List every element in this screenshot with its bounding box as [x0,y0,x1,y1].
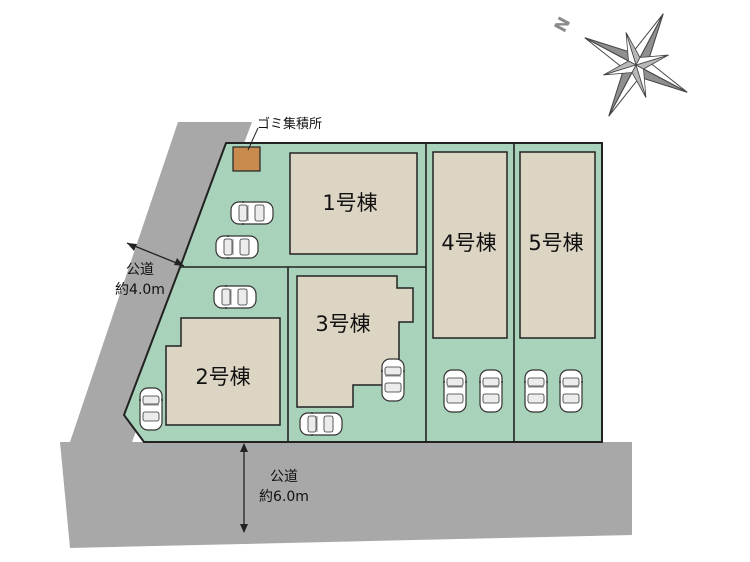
lot-label-2: 2号棟 [195,365,250,389]
lot-label-5: 5号棟 [528,231,583,255]
garbage-area [232,146,261,172]
building-4 [432,151,508,339]
car-lot2-b [138,387,164,431]
building-5 [519,151,596,339]
building-2 [165,317,281,426]
lot-label-4: 4号棟 [441,231,496,255]
garbage-leader [247,127,259,151]
car-lot1-b [215,234,259,260]
compass-north-letter: N [551,14,575,36]
road-south [60,442,632,548]
lot-label-1: 1号棟 [322,191,377,215]
road-south-width [240,443,248,533]
car-lot2-a [213,284,257,310]
car-lot1-a [230,200,274,226]
road-west-label-2: 約4.0m [115,282,165,298]
road-west-label-1: 公道 [126,262,154,278]
compass-icon [584,13,688,117]
car-lot3-b [299,411,343,437]
road-west-width [126,242,185,267]
car-lot4-a [442,369,468,413]
car-lot5-b [558,369,584,413]
car-lot5-a [523,369,549,413]
car-lot3-a [380,358,406,402]
road-south-label-2: 約6.0m [259,489,309,505]
lot-label-3: 3号棟 [315,312,370,336]
building-1 [289,152,418,255]
garbage-label: ゴミ集積所 [257,116,322,132]
car-lot4-b [478,369,504,413]
road-south-label-1: 公道 [270,469,298,485]
lot-dividers [181,143,515,442]
